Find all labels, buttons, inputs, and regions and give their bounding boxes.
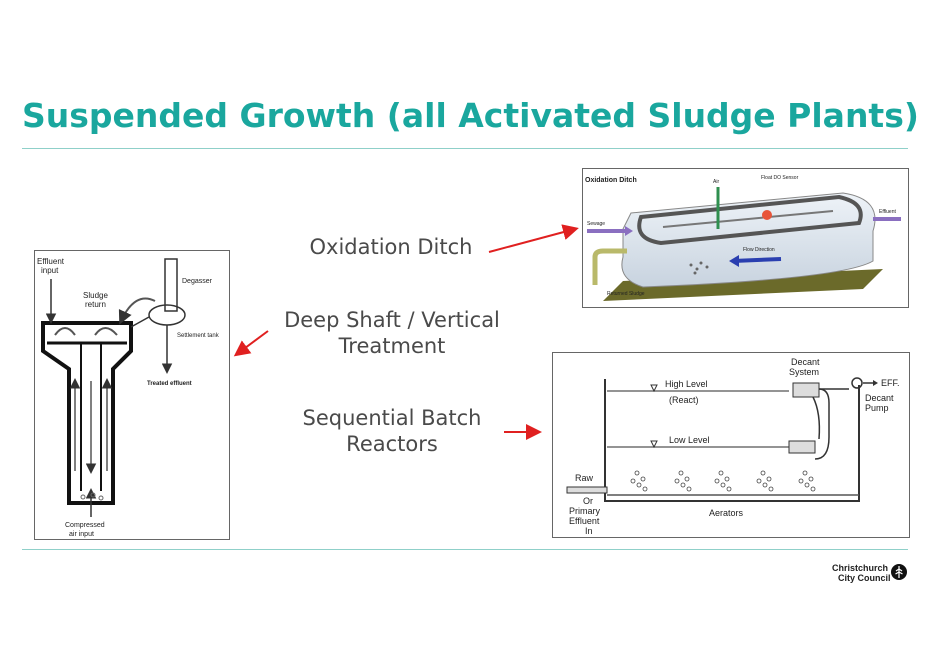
label-sbr: Sequential Batch Reactors (284, 405, 500, 457)
sbr-aerators: Aerators (709, 508, 744, 518)
logo-line2: City Council (838, 573, 891, 583)
bottom-divider (22, 549, 908, 550)
label-sbr-line2: Reactors (346, 432, 438, 456)
sbr-high-level: High Level (665, 379, 708, 389)
sbr-primary-1: Or (583, 496, 593, 506)
slide-title: Suspended Growth (all Activated Sludge P… (22, 96, 919, 135)
label-deep-shaft-line2: Treatment (338, 334, 446, 358)
deep-shaft-drawing: Effluent input Sludge return Degasser Se… (37, 257, 220, 538)
label-sbr-line1: Sequential Batch (302, 406, 482, 430)
sbr-decant-pump-1: Decant (865, 393, 894, 403)
od-returned-sludge: Returned Sludge (607, 291, 645, 297)
ds-sludge-return-2: return (85, 300, 106, 309)
sbr-primary-3: Effluent (569, 516, 600, 526)
arrow-to-oxidation-ditch (488, 224, 579, 253)
sbr-drawing: Decant System EFF. Decant Pump High Leve… (566, 357, 900, 536)
ds-effluent-input-2: input (41, 266, 59, 275)
sbr-diagram: Decant System EFF. Decant Pump High Leve… (552, 352, 910, 538)
sbr-decant-system-1: Decant (791, 357, 820, 367)
council-logo: Christchurch City Council (832, 563, 891, 583)
ds-sludge-return-1: Sludge (83, 291, 108, 300)
od-flow-direction: Flow Direction (743, 247, 775, 253)
label-oxidation-ditch-text: Oxidation Ditch (309, 235, 473, 259)
ds-degasser: Degasser (182, 278, 213, 285)
arrow-to-deep-shaft (233, 330, 269, 357)
sbr-decant-pump-2: Pump (865, 403, 889, 413)
label-deep-shaft: Deep Shaft / Vertical Treatment (268, 307, 516, 359)
ds-settlement-tank: Settlement tank (177, 333, 220, 339)
sbr-primary-2: Primary (569, 506, 600, 516)
sbr-react: (React) (669, 395, 699, 405)
od-effluent: Effluent (879, 209, 896, 215)
top-divider (22, 148, 908, 149)
ds-treated-effluent: Treated effluent (147, 381, 192, 387)
sbr-low-level: Low Level (669, 435, 710, 445)
oxidation-ditch-diagram: Oxidation Ditch Air Float DO Sensor Sewa… (582, 168, 909, 308)
od-sensor: Float DO Sensor (761, 175, 799, 181)
label-oxidation-ditch: Oxidation Ditch (296, 234, 486, 260)
sbr-raw: Raw (575, 473, 594, 483)
fern-leaf-icon (891, 564, 907, 580)
sbr-primary-4: In (585, 526, 593, 536)
oxidation-ditch-drawing: Oxidation Ditch Air Float DO Sensor Sewa… (585, 175, 901, 301)
od-sewage: Sewage (587, 221, 605, 227)
ds-compressed-2: air input (69, 531, 94, 538)
label-deep-shaft-line1: Deep Shaft / Vertical (284, 308, 500, 332)
sbr-eff: EFF. (881, 378, 900, 388)
sbr-decant-system-2: System (789, 367, 819, 377)
od-air: Air (713, 179, 719, 185)
ds-compressed-1: Compressed (65, 522, 105, 529)
logo-line1: Christchurch (832, 563, 889, 573)
deep-shaft-diagram: Effluent input Sludge return Degasser Se… (34, 250, 230, 540)
od-title: Oxidation Ditch (585, 177, 637, 184)
ds-effluent-input-1: Effluent (37, 257, 65, 266)
